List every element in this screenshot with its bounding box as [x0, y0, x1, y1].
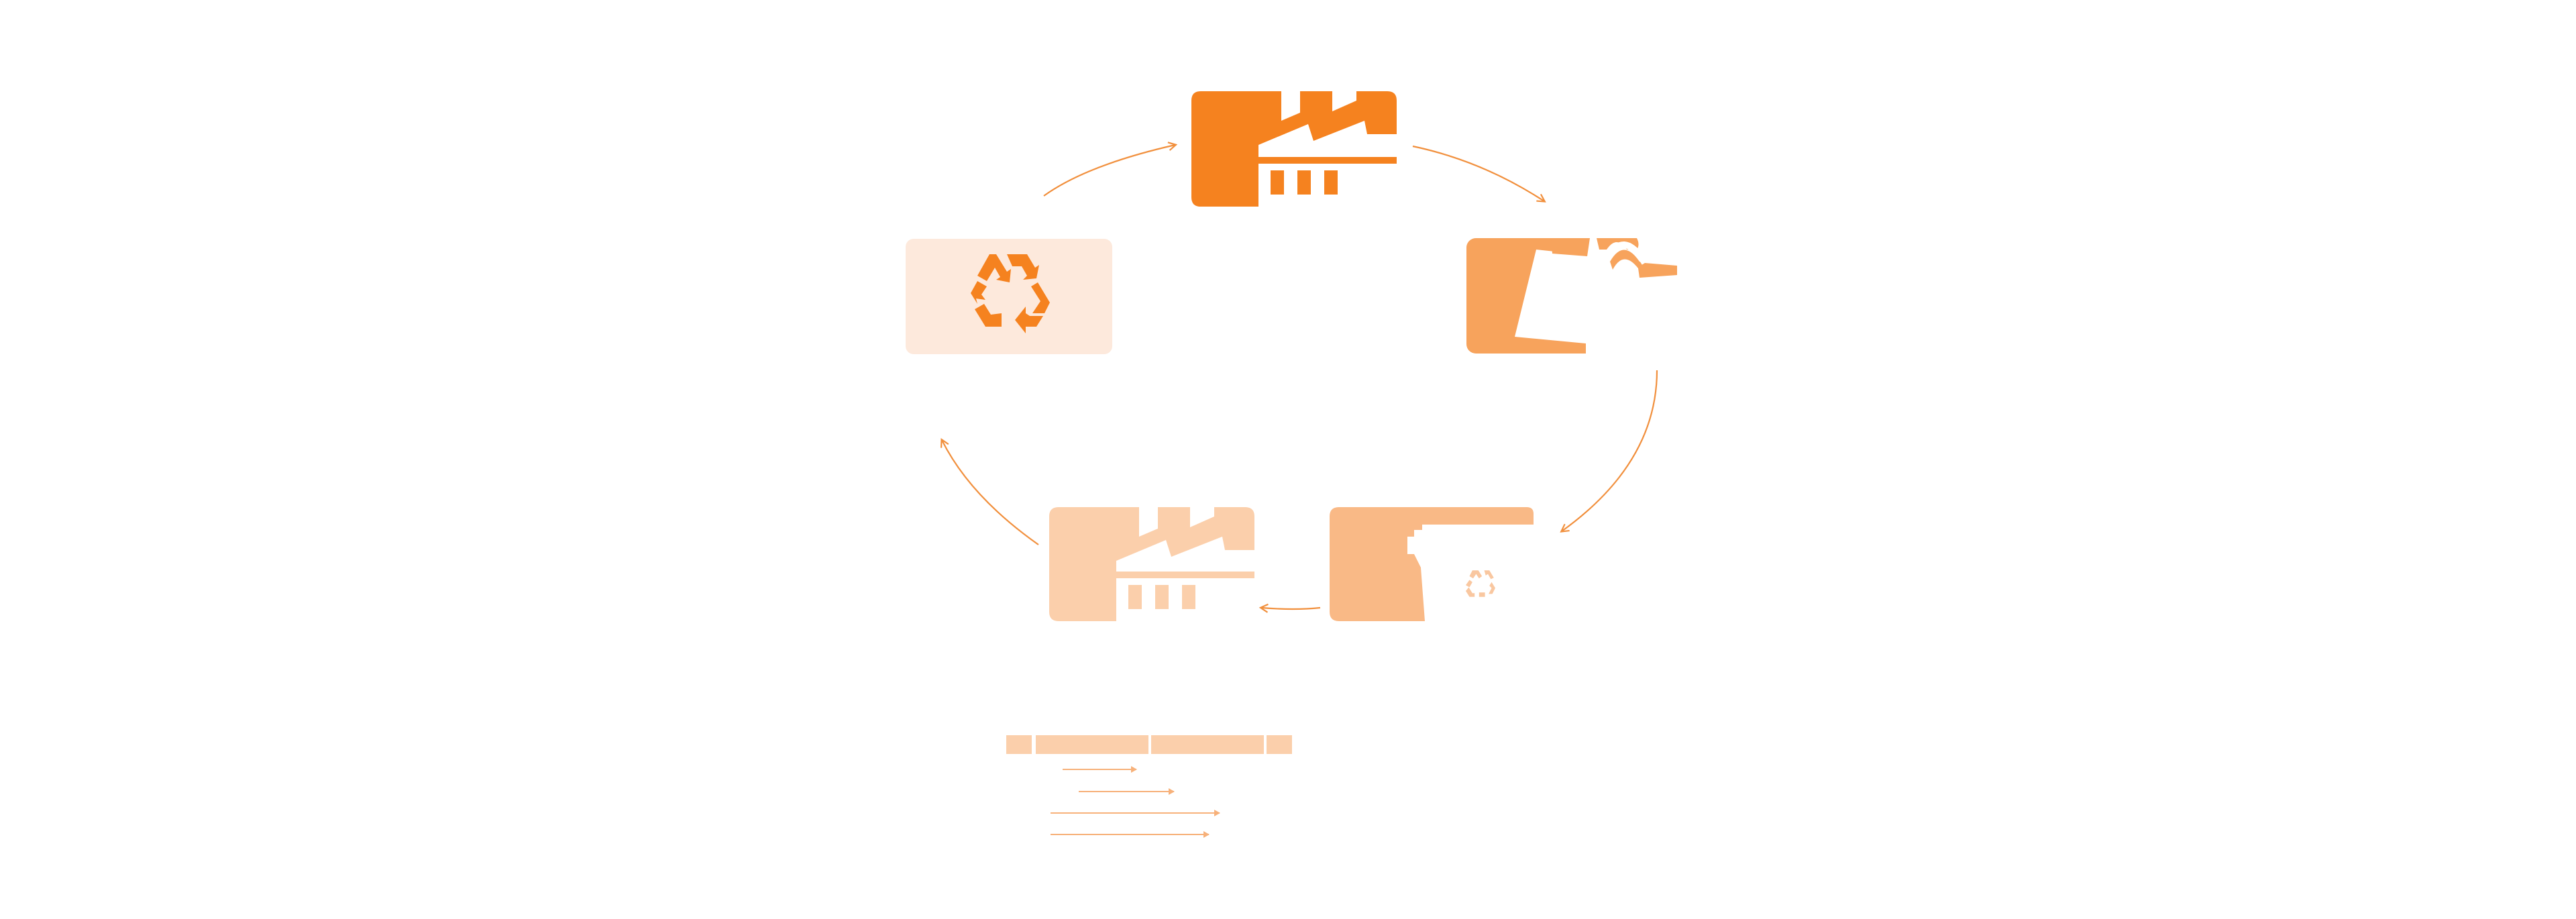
arrow-bag-to-bin — [1560, 370, 1658, 533]
shopping-bag-node — [1466, 238, 1677, 356]
arrow-bin-to-factory — [1258, 603, 1321, 613]
shopping-bag-icon — [1466, 238, 1677, 356]
legend-bar — [1006, 735, 1292, 754]
legend-bar-segment — [1151, 735, 1264, 754]
recycle-bin-node — [1330, 507, 1534, 621]
factory-icon — [1191, 91, 1397, 207]
legend — [1006, 735, 1292, 838]
factory-icon — [1049, 507, 1254, 621]
small-recycle-icon — [1466, 570, 1495, 597]
recycle-icon — [971, 254, 1050, 333]
recycle-bin-icon — [1330, 507, 1534, 621]
legend-bar-segment — [1006, 735, 1032, 754]
arrow-recycle-to-factory — [1043, 142, 1178, 197]
legend-bar-segment — [1267, 735, 1292, 754]
factory-top-node — [1191, 91, 1397, 207]
recycle-node — [906, 239, 1112, 354]
arrow-factory-to-recycle — [941, 438, 1039, 545]
recycle-card — [906, 239, 1112, 354]
legend-arrows — [1051, 766, 1220, 838]
arrow-factory-to-bag — [1412, 145, 1546, 203]
factory-bottom-left-node — [1049, 507, 1254, 621]
legend-bar-segment — [1036, 735, 1148, 754]
cycle-arrows — [941, 142, 1658, 613]
